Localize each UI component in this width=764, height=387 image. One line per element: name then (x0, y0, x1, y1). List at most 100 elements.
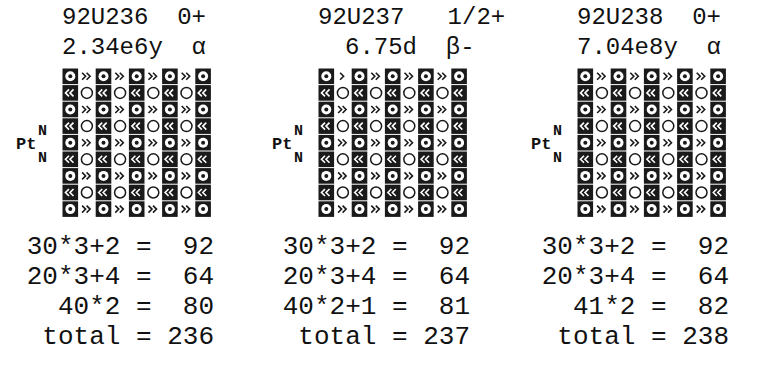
bond-chevron (392, 123, 396, 130)
proton-core (358, 108, 362, 112)
bond-chevron (701, 206, 705, 213)
neutron-ring (437, 87, 448, 98)
proton-dot (614, 204, 624, 214)
bond-chevron (326, 89, 330, 96)
proton-dot (388, 138, 398, 148)
bond-chevron (70, 123, 74, 130)
proton-dot (132, 105, 142, 115)
bond-chevron (186, 139, 190, 146)
proton-core (201, 141, 205, 145)
bond-chevron (115, 73, 119, 80)
bond-chevron (136, 89, 140, 96)
dark-cell (129, 102, 145, 118)
bond-chevron (132, 189, 136, 196)
proton-dot (65, 171, 75, 181)
bond-chevron (405, 172, 409, 179)
dark-cell (129, 85, 145, 101)
bond-chevron (585, 189, 589, 196)
bond-chevron (438, 206, 442, 213)
bond-chevron (597, 206, 601, 213)
proton-core (102, 74, 106, 78)
bond-chevron (454, 189, 458, 196)
dark-cell (162, 118, 178, 134)
dark-cell (451, 85, 467, 101)
bond-chevron (597, 172, 601, 179)
dark-cell (385, 201, 401, 217)
n-label: N (294, 124, 303, 139)
proton-dot (713, 105, 723, 115)
bond-chevron (685, 189, 689, 196)
bond-chevron (149, 73, 153, 80)
dark-cell (195, 85, 211, 101)
proton-core (424, 207, 428, 211)
proton-core (135, 141, 139, 145)
proton-dot (580, 204, 590, 214)
neutron-ring (696, 187, 707, 198)
bond-chevron (343, 139, 347, 146)
dark-cell (677, 85, 693, 101)
bond-chevron (635, 172, 639, 179)
proton-dot (421, 105, 431, 115)
dark-cell (644, 168, 660, 184)
neutron-ring (437, 121, 448, 132)
bond-chevron (170, 189, 174, 196)
bond-chevron (338, 172, 342, 179)
sum-line: 30*3+2 = 92 (283, 234, 470, 260)
bond-chevron (647, 189, 651, 196)
bond-chevron (651, 189, 655, 196)
total-line: total = 237 (298, 324, 470, 350)
bond-chevron (421, 189, 425, 196)
dark-cell (611, 102, 627, 118)
dark-cell (611, 201, 627, 217)
dark-cell (96, 185, 112, 201)
bond-chevron (442, 139, 446, 146)
proton-dot (454, 138, 464, 148)
half-life: 6.75d β- (345, 36, 475, 60)
bond-chevron (651, 123, 655, 130)
bond-chevron (442, 206, 446, 213)
bond-chevron (87, 206, 91, 213)
proton-core (135, 207, 139, 211)
neutron-ring (596, 187, 607, 198)
bond-chevron (120, 206, 124, 213)
bond-chevron (136, 189, 140, 196)
bond-chevron (87, 139, 91, 146)
bond-chevron (697, 172, 701, 179)
bond-chevron (343, 172, 347, 179)
isotope-header: 92U236 0+ (62, 6, 206, 30)
dark-cell (418, 102, 434, 118)
neutron-ring (337, 87, 348, 98)
dark-cell (578, 135, 594, 151)
dark-cell (451, 102, 467, 118)
proton-dot (614, 138, 624, 148)
bond-chevron (388, 189, 392, 196)
proton-dot (454, 105, 464, 115)
proton-core (716, 108, 720, 112)
proton-dot (388, 71, 398, 81)
total-line: total = 236 (42, 324, 214, 350)
proton-core (683, 141, 687, 145)
bond-chevron (614, 189, 618, 196)
bond-chevron (198, 189, 202, 196)
dark-cell (129, 118, 145, 134)
bond-chevron (668, 139, 672, 146)
bond-chevron (409, 172, 413, 179)
neutron-ring (115, 87, 126, 98)
bond-chevron (198, 123, 202, 130)
bond-chevron (392, 156, 396, 163)
proton-dot (388, 204, 398, 214)
sum-line: 20*3+4 = 64 (283, 264, 470, 290)
proton-dot (713, 71, 723, 81)
bond-chevron (697, 73, 701, 80)
pt-label: Pt (16, 136, 36, 153)
dark-cell (644, 118, 660, 134)
dark-cell (319, 102, 335, 118)
dark-cell (451, 118, 467, 134)
bond-chevron (186, 172, 190, 179)
proton-core (650, 108, 654, 112)
proton-dot (680, 138, 690, 148)
bond-chevron (630, 172, 634, 179)
bond-chevron (103, 156, 107, 163)
neutron-ring (630, 187, 641, 198)
sum-line: 41*2 = 82 (573, 294, 729, 320)
